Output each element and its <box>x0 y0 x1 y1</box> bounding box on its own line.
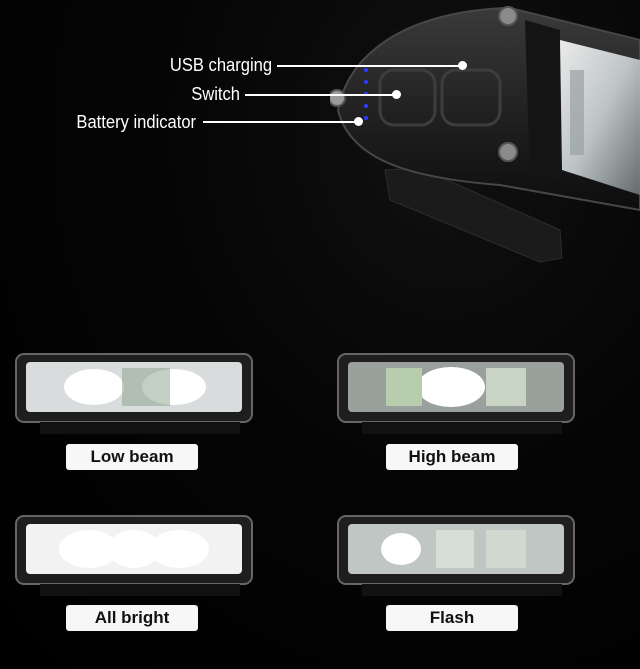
lamp-low-beam-illustration <box>15 353 253 434</box>
lamp-flash-illustration <box>337 515 575 596</box>
switch-pointer-line <box>245 94 395 96</box>
usb-charging-label: USB charging <box>169 55 272 75</box>
mode-all-bright-label: All bright <box>66 605 198 631</box>
light-head-illustration <box>330 6 640 263</box>
lamp-high-beam-illustration <box>337 353 575 434</box>
lamp-all-bright-illustration <box>15 515 253 596</box>
battery-indicator-label: Battery indicator <box>76 112 196 132</box>
battery-indicator-pointer-dot <box>354 117 363 126</box>
usb-charging-pointer-line <box>277 65 461 67</box>
usb-charging-pointer-dot <box>458 61 467 70</box>
mode-flash-label: Flash <box>386 605 518 631</box>
switch-pointer-dot <box>392 90 401 99</box>
switch-label: Switch <box>191 84 240 104</box>
battery-indicator-pointer-line <box>203 121 358 123</box>
mode-low-beam-label: Low beam <box>66 444 198 470</box>
mode-high-beam-label: High beam <box>386 444 518 470</box>
